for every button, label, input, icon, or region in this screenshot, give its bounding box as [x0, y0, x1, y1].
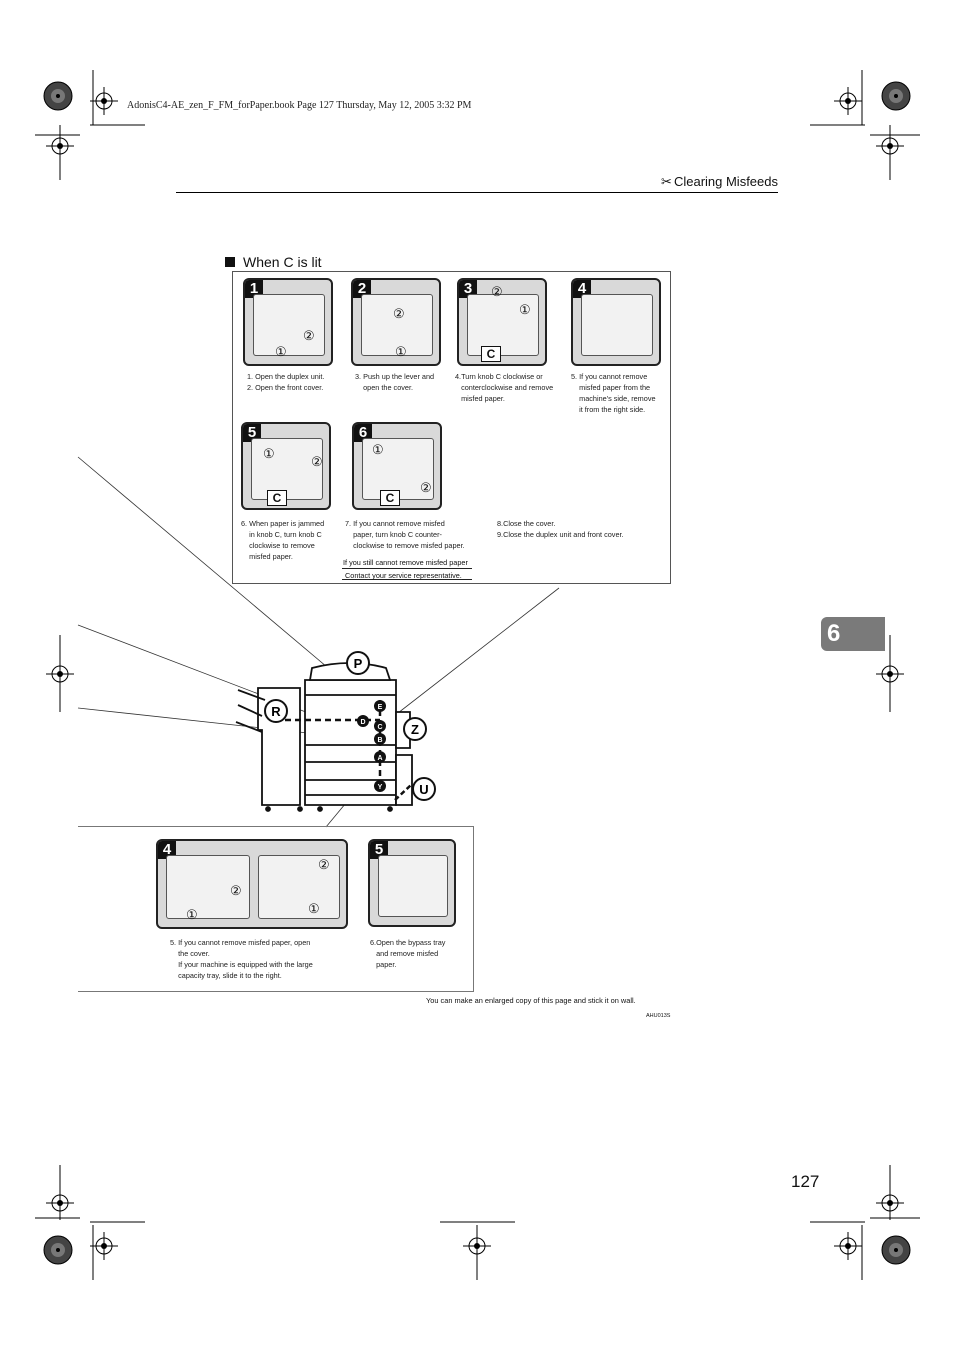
- circled-two: ②: [311, 454, 323, 469]
- page-number: 127: [791, 1172, 820, 1191]
- svg-text:Z: Z: [411, 722, 419, 737]
- registration-mark-top-left: [35, 70, 145, 180]
- svg-text:A: A: [377, 755, 382, 762]
- step-panel-1: 1 ① ②: [243, 278, 333, 366]
- step-caption-4: 5. If you cannot remove misfed paper fro…: [571, 372, 656, 414]
- step-illustration: [467, 294, 539, 356]
- step-panel-5: 5 ① ② C: [241, 422, 331, 510]
- circled-one: ①: [308, 901, 320, 916]
- step-number: 6: [354, 424, 372, 442]
- header-title: Clearing Misfeeds: [673, 174, 778, 189]
- step-panel-6: 6 ① ② C: [352, 422, 442, 510]
- svg-text:U: U: [419, 782, 428, 797]
- label-C: C: [374, 720, 386, 732]
- note-bottom-rule: [342, 579, 472, 580]
- label-R: R: [264, 699, 288, 723]
- knob-c-label: C: [481, 346, 501, 362]
- step-illustration: [251, 438, 323, 500]
- instruction-diagram-box: 1 ① ② 2 ② ① 3 ② ① C 4 1. Open the duplex…: [232, 271, 671, 584]
- circled-one: ①: [372, 442, 384, 457]
- svg-text:B: B: [377, 737, 382, 744]
- step-panel-bottom-5: 5: [368, 839, 456, 927]
- step-caption-6: 7. If you cannot remove misfed paper, tu…: [345, 519, 465, 550]
- machine-labels: P R E D C B A Y Z U: [264, 651, 436, 801]
- knob-c-label: C: [267, 490, 287, 506]
- section-heading-text: When C is lit: [243, 254, 322, 270]
- step-number: 5: [370, 841, 388, 859]
- step-illustration-left: [166, 855, 250, 919]
- registration-mark-bottom-right: [810, 1165, 920, 1280]
- step-number: 4: [158, 841, 176, 859]
- circled-two: ②: [393, 306, 405, 321]
- footer-note: You can make an enlarged copy of this pa…: [426, 996, 636, 1005]
- step-caption-bottom-5: 6.Open the bypass tray and remove misfed…: [370, 938, 446, 969]
- step-panel-3: 3 ② ① C: [457, 278, 547, 366]
- svg-text:E: E: [378, 704, 383, 711]
- step-illustration: [378, 855, 448, 917]
- svg-text:R: R: [271, 704, 281, 719]
- svg-text:P: P: [354, 656, 363, 671]
- label-E: E: [374, 700, 386, 712]
- circled-two: ②: [303, 328, 315, 343]
- step-number: 3: [459, 280, 477, 298]
- label-U: U: [412, 777, 436, 801]
- registration-mark-mid-right: [875, 635, 905, 712]
- note-divider: [342, 568, 472, 569]
- circled-two: ②: [318, 857, 330, 872]
- label-A: A: [374, 751, 386, 763]
- label-P: P: [346, 651, 370, 675]
- lower-instruction-box: 4 ① ② ② ① 5 5. If you cannot remove misf…: [78, 826, 474, 992]
- circled-two: ②: [420, 480, 432, 495]
- label-Z: Z: [403, 717, 427, 741]
- label-D: D: [357, 715, 369, 727]
- circled-one: ①: [263, 446, 275, 461]
- step-panel-2: 2 ② ①: [351, 278, 441, 366]
- square-bullet-icon: [225, 257, 235, 267]
- circled-one: ①: [519, 302, 531, 317]
- step-panel-bottom-4: 4 ① ② ② ①: [156, 839, 348, 929]
- step-caption-3: 4.Turn knob C clockwise or conterclockwi…: [455, 372, 554, 403]
- chapter-tab: 6: [821, 617, 885, 651]
- svg-text:C: C: [377, 724, 382, 731]
- step-illustration: [581, 294, 653, 356]
- step-caption-bottom-4: 5. If you cannot remove misfed paper, op…: [170, 938, 313, 980]
- step-illustration: [362, 438, 434, 500]
- circled-one: ①: [395, 344, 407, 359]
- circled-one: ①: [275, 344, 287, 359]
- note-action: Contact your service representative.: [345, 571, 462, 580]
- step-illustration: [361, 294, 433, 356]
- print-info: AdonisC4-AE_zen_F_FM_forPaper.book Page …: [127, 100, 472, 111]
- running-header: ✂Clearing Misfeeds: [661, 174, 778, 190]
- step-number: 4: [573, 280, 591, 298]
- step-number: 2: [353, 280, 371, 298]
- step-illustration-right: [258, 855, 340, 919]
- circled-one: ①: [186, 907, 198, 922]
- circled-two: ②: [491, 284, 503, 299]
- registration-mark-top-right: [810, 70, 920, 180]
- section-heading: When C is lit: [225, 254, 322, 270]
- note-condition: If you still cannot remove misfed paper: [343, 558, 468, 567]
- registration-mark-bottom-center: [440, 1221, 515, 1280]
- step-panel-4: 4: [571, 278, 661, 366]
- svg-text:D: D: [360, 719, 365, 726]
- circled-two: ②: [230, 883, 242, 898]
- registration-mark-bottom-left: [35, 1165, 145, 1280]
- step-caption-5: 6. When paper is jammed in knob C, turn …: [241, 519, 325, 561]
- step-number: 1: [245, 280, 263, 298]
- knob-c-label: C: [380, 490, 400, 506]
- header-rule: [176, 192, 778, 193]
- step-number: 5: [243, 424, 261, 442]
- step-illustration: [253, 294, 325, 356]
- svg-text:Y: Y: [378, 784, 383, 791]
- step-caption-2: 3. Push up the lever and open the cover.: [355, 372, 435, 392]
- misfeed-icon: ✂: [661, 174, 672, 189]
- registration-mark-mid-left: [45, 635, 75, 712]
- figure-code: AHU013S: [646, 1013, 671, 1019]
- final-steps-caption: 8.Close the cover. 9.Close the duplex un…: [497, 519, 624, 539]
- step-caption-1: 1. Open the duplex unit. 2. Open the fro…: [247, 372, 325, 392]
- machine-illustration: [235, 662, 413, 812]
- label-Y: Y: [374, 780, 386, 792]
- label-B: B: [374, 733, 386, 745]
